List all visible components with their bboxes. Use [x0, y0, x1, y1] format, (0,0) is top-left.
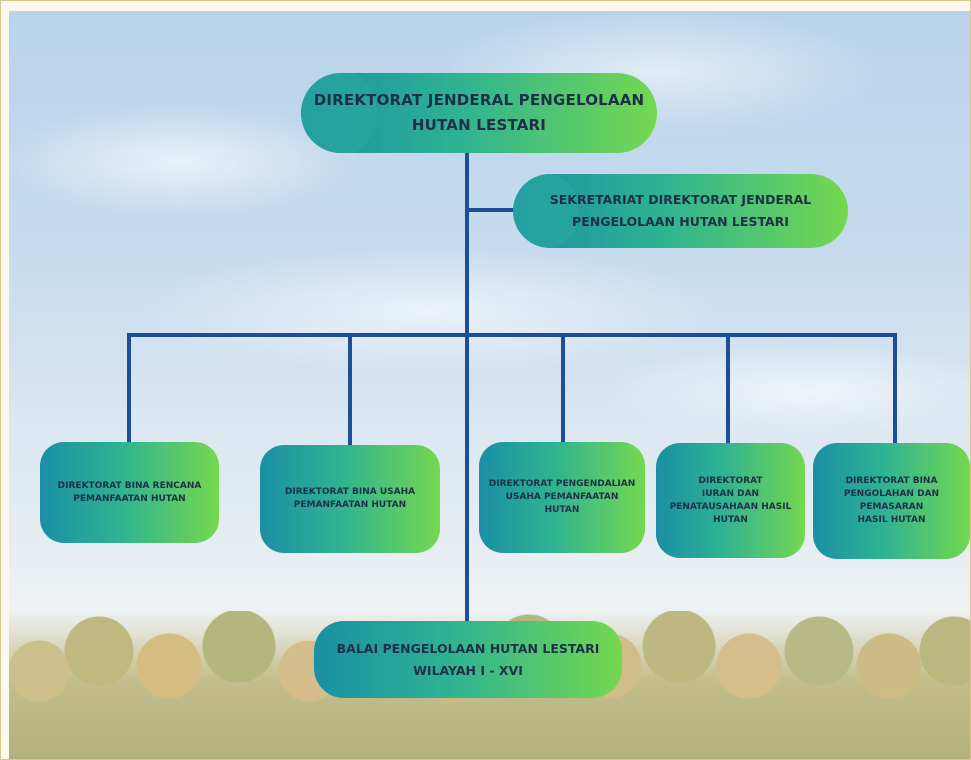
- node-secretariat-line1: SEKRETARIAT DIREKTORAT JENDERAL: [549, 192, 812, 207]
- node-directorate-3-line2: USAHA PEMANFAATAN: [505, 492, 619, 502]
- node-directorate-5-line3: HASIL HUTAN: [857, 515, 926, 525]
- node-balai-text: BALAI PENGELOLAAN HUTAN LESTARI WILAYAH …: [337, 638, 600, 682]
- node-directorate-4-line2: IURAN DAN: [701, 488, 760, 499]
- connector-drop-1: [127, 333, 131, 445]
- connector-drop-4: [726, 333, 730, 447]
- node-director-general-line2: HUTAN LESTARI: [411, 116, 547, 134]
- node-directorate-2: DIREKTORAT BINA USAHA PEMANFAATAN HUTAN: [260, 445, 440, 553]
- node-directorate-3-line1: DIREKTORAT PENGENDALIAN: [488, 479, 636, 489]
- node-directorate-4-line4: HUTAN: [713, 514, 748, 525]
- node-directorate-4-line1: DIREKTORAT: [698, 475, 763, 486]
- node-directorate-1-line1: DIREKTORAT BINA RENCANA: [57, 480, 202, 491]
- node-directorate-5-line2: PENGOLAHAN DAN PEMASARAN: [843, 489, 940, 512]
- node-director-general: DIREKTORAT JENDERAL PENGELOLAAN HUTAN LE…: [301, 73, 657, 153]
- connector-horizontal-bus: [127, 333, 897, 337]
- node-secretariat: SEKRETARIAT DIREKTORAT JENDERAL PENGELOL…: [513, 174, 848, 248]
- node-director-general-line1: DIREKTORAT JENDERAL PENGELOLAAN: [313, 91, 645, 109]
- connector-drop-3: [561, 333, 565, 445]
- node-balai-line2: WILAYAH I - XVI: [413, 662, 523, 678]
- node-directorate-1-line2: PEMANFAATAN HUTAN: [73, 493, 186, 504]
- node-decoration: [301, 73, 377, 153]
- node-directorate-1: DIREKTORAT BINA RENCANA PEMANFAATAN HUTA…: [40, 442, 219, 543]
- connector-secretariat: [469, 208, 517, 212]
- connector-main-vertical: [465, 151, 469, 641]
- node-secretariat-line2: PENGELOLAAN HUTAN LESTARI: [572, 214, 789, 229]
- node-directorate-4-line3: PENATAUSAHAAN HASIL: [669, 501, 792, 512]
- node-balai-line1: BALAI PENGELOLAAN HUTAN LESTARI: [336, 640, 600, 656]
- node-director-general-text: DIREKTORAT JENDERAL PENGELOLAAN HUTAN LE…: [314, 88, 645, 138]
- sky-forest-background: DIREKTORAT JENDERAL PENGELOLAAN HUTAN LE…: [9, 11, 970, 759]
- node-directorate-3-line3: HUTAN: [544, 505, 580, 515]
- node-directorate-2-line1: DIREKTORAT BINA USAHA: [284, 487, 416, 497]
- node-directorate-2-line2: PEMANFAATAN HUTAN: [293, 500, 407, 510]
- node-directorate-4: DIREKTORAT IURAN DAN PENATAUSAHAAN HASIL…: [656, 443, 805, 558]
- connector-drop-5: [893, 333, 897, 445]
- node-directorate-3: DIREKTORAT PENGENDALIAN USAHA PEMANFAATA…: [479, 442, 645, 553]
- node-directorate-5-line1: DIREKTORAT BINA: [845, 476, 938, 486]
- connector-drop-2: [348, 333, 352, 447]
- node-decoration: [513, 174, 579, 248]
- node-secretariat-text: SEKRETARIAT DIREKTORAT JENDERAL PENGELOL…: [550, 189, 812, 233]
- node-directorate-5: DIREKTORAT BINA PENGOLAHAN DAN PEMASARAN…: [813, 443, 970, 559]
- node-balai: BALAI PENGELOLAAN HUTAN LESTARI WILAYAH …: [314, 621, 622, 698]
